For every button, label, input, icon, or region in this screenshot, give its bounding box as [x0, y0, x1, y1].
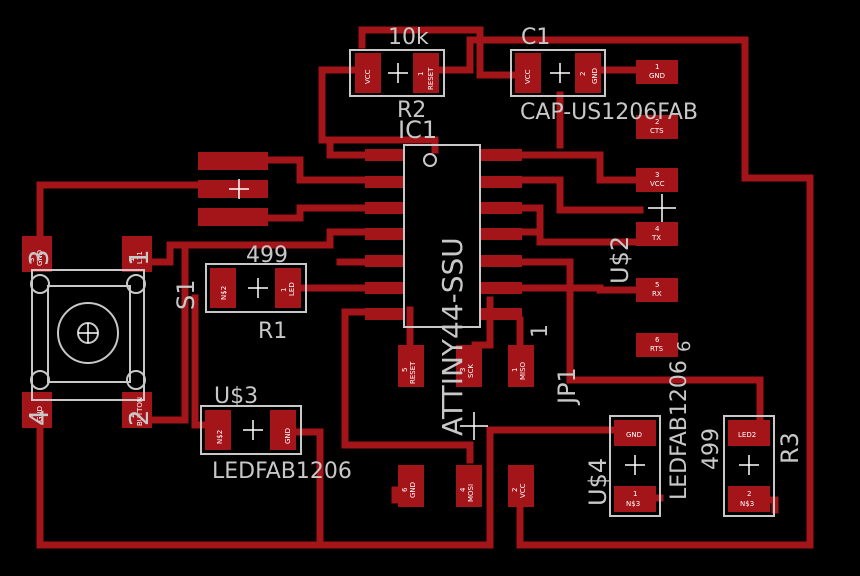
jp-vcc-label: VCC — [519, 483, 527, 498]
u3-n2-label: N$2 — [216, 430, 224, 444]
r2-reset-pad-label: RESET — [427, 67, 435, 90]
u4-n3-label: N$3 — [626, 500, 640, 508]
ftdi-rx-label: RX — [652, 290, 662, 298]
r1-led-num: 1 — [280, 288, 288, 292]
r3-name-label: R3 — [776, 432, 804, 464]
silkscreen-labels: 10k R2 C1 CAP-US1206FAB IC1 ATTINY44-SSU… — [25, 25, 804, 506]
r2-value-label: 10k — [388, 25, 429, 50]
r1-n2-label: N$2 — [220, 286, 228, 300]
s1-pin1-label: 1 — [125, 249, 155, 266]
ftdi-tx-num: 4 — [655, 225, 660, 233]
ic1-value-label: ATTINY44-SSU — [436, 237, 469, 436]
s1-gnd2-num: 4 — [28, 413, 36, 418]
c1-value-label: CAP-US1206FAB — [520, 100, 698, 125]
c1-name-label: C1 — [521, 25, 550, 50]
r1-value-label: 499 — [246, 243, 288, 268]
u3-name-label: U$3 — [214, 384, 258, 409]
ftdi-gnd-label: GND — [649, 72, 665, 80]
u2-name-label: U$2 — [606, 236, 634, 284]
u2-pin6-label: 6 — [674, 341, 695, 352]
r3-value-label: 499 — [699, 428, 724, 470]
jp-vcc-num: 2 — [511, 488, 519, 492]
s1-gnd-num: 3 — [28, 258, 36, 262]
jp-mosi-label: MOSI — [467, 484, 475, 502]
s1-gnd2-label: GND — [36, 406, 44, 422]
jp1-pin1-label: 1 — [528, 324, 553, 338]
s1-pin2-label: 2 — [125, 409, 155, 426]
s1-name-label: S1 — [172, 279, 200, 310]
s1-l11-num: 1 — [128, 258, 136, 262]
jp1-name-label: JP1 — [553, 367, 581, 406]
ftdi-rts-num: 6 — [655, 336, 660, 344]
u4-name-label: U$4 — [584, 458, 612, 506]
jp-miso-label: MISO — [519, 361, 527, 380]
r3-n-num: 2 — [747, 490, 751, 498]
copper-pads — [22, 53, 770, 512]
r2-vcc-pad-label: VCC — [364, 69, 372, 84]
u4-n-num: 1 — [633, 490, 637, 498]
c1-gnd-num: 2 — [579, 72, 587, 76]
c1-gnd-pad-label: GND — [591, 68, 599, 84]
ftdi-rts-label: RTS — [650, 345, 664, 353]
jp-gnd-num: 6 — [401, 487, 409, 492]
pad-labels: VCC 1 RESET VCC 2 GND 1 GND 2 CTS 3 VCC … — [28, 63, 756, 508]
r3-n3-label: N$3 — [740, 500, 754, 508]
s1-l11-label: L11 — [136, 251, 144, 264]
origin-crosses — [78, 63, 759, 475]
ic1-name-label: IC1 — [398, 116, 437, 144]
ftdi-gnd-num: 1 — [655, 63, 659, 71]
ftdi-vcc-num: 3 — [655, 171, 659, 179]
r1-name-label: R1 — [258, 319, 287, 344]
r1-led-label: LED — [288, 282, 296, 296]
c1-vcc-pad-label: VCC — [524, 69, 532, 84]
u3-value-label: LEDFAB1206 — [212, 459, 352, 484]
r2-reset-num: 1 — [417, 72, 425, 76]
ftdi-rx-num: 5 — [655, 281, 659, 289]
u4-value-label: LEDFAB1206 — [667, 360, 692, 500]
s1-button-label: BUTTON — [136, 397, 144, 426]
jp-reset-num: 5 — [401, 368, 409, 372]
ftdi-cts-label: CTS — [650, 127, 664, 135]
s1-pin3-label: 3 — [25, 249, 55, 266]
ftdi-tx-label: TX — [651, 234, 661, 242]
r3-led2-label: LED2 — [738, 431, 756, 439]
s1-button-num: 2 — [128, 414, 136, 418]
silkscreen-outlines — [30, 49, 775, 517]
copper-traces — [36, 26, 814, 549]
ftdi-cts-num: 2 — [655, 118, 659, 126]
jp-gnd-label: GND — [409, 482, 417, 498]
jp-sck-num: 3 — [459, 368, 467, 372]
jp-sck-label: SCK — [467, 364, 475, 378]
s1-gnd-label: GND — [36, 250, 44, 266]
jp-reset-label: RESET — [409, 361, 417, 384]
r2-name-label: R2 — [397, 98, 426, 123]
u3-gnd-label: GND — [284, 428, 292, 444]
u4-gnd-label: GND — [626, 431, 642, 439]
jp-miso-num: 1 — [511, 368, 519, 372]
ftdi-vcc-label: VCC — [650, 180, 665, 188]
s1-pin4-label: 4 — [25, 409, 55, 426]
jp-mosi-num: 4 — [459, 487, 467, 492]
